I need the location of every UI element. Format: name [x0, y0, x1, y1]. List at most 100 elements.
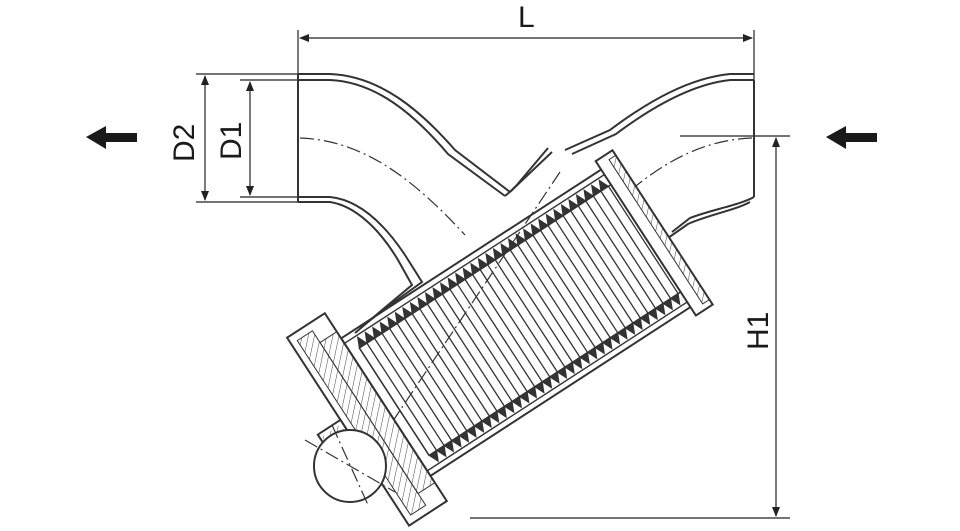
screen-rib	[547, 225, 619, 334]
screen-tooth	[572, 357, 583, 370]
screen-tooth	[587, 347, 598, 360]
screen-tooth	[470, 262, 481, 275]
screen-tooth	[557, 367, 568, 379]
screen-rib	[373, 337, 445, 446]
screen-tooth	[542, 376, 553, 389]
dimension-d2-label: D2	[168, 124, 201, 162]
screen-tooth	[655, 303, 666, 316]
screen-tooth	[477, 257, 488, 270]
screen-tooth	[387, 316, 398, 329]
screen-tooth	[662, 298, 673, 311]
screen-rib	[381, 332, 453, 442]
screen-rib	[456, 283, 528, 393]
screen-tooth	[594, 342, 605, 355]
screen-tooth	[523, 228, 534, 241]
screen-tooth	[530, 223, 541, 236]
screen-tooth	[549, 371, 560, 384]
screen-tooth	[496, 406, 507, 419]
screen-tooth	[436, 445, 447, 458]
screen-tooth	[553, 208, 564, 221]
screen-rib	[404, 318, 475, 427]
screen-tooth	[538, 218, 549, 231]
dimension-h1: H1	[470, 80, 790, 519]
screen-tooth	[590, 184, 602, 197]
screen-tooth	[394, 311, 405, 324]
screen-tooth	[545, 213, 556, 226]
screen-tooth	[560, 203, 571, 216]
screen-tooth	[451, 435, 462, 448]
screen-rib	[449, 288, 521, 397]
screen-rib	[494, 259, 566, 368]
screen-tooth	[485, 252, 496, 265]
screen-rib	[487, 264, 558, 373]
screen-tooth	[364, 331, 375, 344]
screen-rib	[411, 313, 483, 422]
screen-rib	[479, 269, 551, 378]
screen-tooth	[579, 352, 590, 365]
dimension-l-label: L	[518, 1, 535, 34]
screen-tooth	[647, 308, 658, 321]
screen-rib	[600, 190, 672, 299]
screen-tooth	[372, 326, 383, 339]
screen-rib	[517, 244, 589, 353]
screen-tooth	[432, 287, 443, 300]
screen-tooth	[379, 321, 390, 334]
screen-rib	[396, 323, 468, 432]
dimension-h1-label: H1	[742, 312, 775, 350]
screen-rib	[555, 220, 626, 329]
screen-tooth	[617, 327, 628, 340]
screen-rib	[524, 239, 596, 348]
screen-rib	[539, 230, 611, 339]
drain-handwheel-icon	[304, 424, 396, 506]
screen-tooth	[481, 416, 492, 429]
screen-tooth	[489, 411, 500, 424]
screen-tooth	[428, 450, 439, 463]
inlet-arrow-icon	[826, 126, 877, 149]
screen-tooth	[564, 362, 575, 375]
screen-rib	[502, 254, 574, 363]
screen-rib	[426, 303, 498, 412]
screen-tooth	[424, 292, 436, 304]
screen-tooth	[583, 189, 594, 202]
screen-rib	[464, 279, 536, 388]
screen-tooth	[568, 198, 579, 211]
screen-tooth	[447, 277, 458, 290]
screen-tooth	[609, 332, 621, 345]
screen-tooth	[670, 293, 681, 306]
dimension-l: L	[297, 1, 755, 80]
screen-rib	[592, 195, 664, 304]
screen-tooth	[440, 282, 451, 295]
dimension-d2: D2	[168, 73, 298, 203]
screen-rib	[366, 342, 438, 451]
screen-rib	[434, 298, 506, 407]
screen-tooth	[443, 440, 455, 453]
dimension-d1-label: D1	[215, 122, 248, 160]
screen-tooth	[625, 322, 636, 335]
filter-screen	[358, 183, 682, 457]
screen-tooth	[455, 272, 466, 285]
screen-tooth	[462, 267, 473, 280]
screen-rib	[509, 249, 581, 358]
screen-tooth	[640, 313, 651, 326]
outlet-arrow-icon	[86, 126, 137, 149]
screen-rib	[607, 185, 679, 294]
screen-rib	[577, 205, 649, 314]
screen-tooth	[357, 336, 368, 349]
screen-rib	[585, 200, 657, 309]
screen-tooth	[402, 306, 413, 319]
screen-tooth	[492, 247, 504, 260]
screen-rib	[472, 274, 543, 383]
screen-tooth	[534, 381, 545, 394]
screen-tooth	[575, 194, 587, 206]
screen-frame	[358, 183, 682, 457]
screen-tooth	[511, 396, 522, 409]
screen-tooth	[526, 386, 538, 399]
screen-tooth	[474, 420, 485, 433]
screen-housing	[285, 148, 715, 527]
screen-tooth	[507, 238, 519, 251]
dimension-d1: D1	[215, 79, 298, 198]
screen-rib	[388, 328, 460, 437]
screen-tooth	[409, 301, 420, 314]
screen-tooth	[598, 179, 609, 192]
